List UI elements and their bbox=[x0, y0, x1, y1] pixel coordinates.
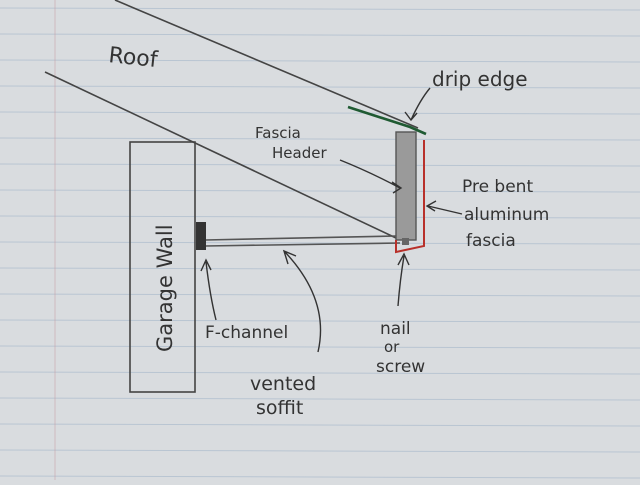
garage-wall bbox=[129, 141, 196, 393]
ruled-line bbox=[0, 293, 640, 297]
soffit-top bbox=[204, 235, 397, 241]
soffit-bottom bbox=[204, 242, 401, 247]
drip-edge bbox=[347, 105, 427, 136]
ruled-line bbox=[0, 137, 640, 141]
fascia-header-arrow bbox=[339, 159, 403, 194]
ruled-line bbox=[0, 241, 640, 245]
arrows bbox=[200, 87, 463, 353]
ruled-line bbox=[0, 163, 640, 167]
nail-label-2: or bbox=[384, 338, 400, 356]
drip-edge-arrow bbox=[404, 87, 431, 122]
ruled-lines bbox=[0, 7, 640, 479]
pre-bent-label-2: aluminum bbox=[464, 205, 549, 225]
fascia-header-label-1: Fascia bbox=[255, 124, 301, 142]
nail-label-1: nail bbox=[380, 319, 411, 339]
nail bbox=[402, 238, 409, 245]
aluminum-arrow bbox=[425, 200, 463, 215]
ruled-line bbox=[0, 397, 640, 401]
pre-bent-label-1: Pre bent bbox=[462, 177, 533, 197]
ruled-line bbox=[0, 267, 640, 271]
ruled-line bbox=[0, 59, 640, 63]
ruled-line bbox=[0, 33, 640, 37]
ruled-line bbox=[0, 7, 640, 11]
garage-wall-label: Garage Wall bbox=[153, 224, 177, 352]
ruled-line bbox=[0, 215, 640, 219]
nail-arrow bbox=[397, 252, 410, 307]
roof-label: Roof bbox=[107, 43, 160, 73]
ruled-line bbox=[0, 449, 640, 453]
f-channel-arrow bbox=[200, 258, 217, 321]
soffit-arrow bbox=[282, 249, 322, 353]
ruled-line bbox=[0, 475, 640, 479]
aluminum-fascia bbox=[395, 140, 425, 254]
f-channel-label: F-channel bbox=[205, 323, 288, 343]
vented-label-1: vented bbox=[250, 373, 316, 395]
vented-label-2: soffit bbox=[256, 397, 303, 419]
roof-bottom-edge bbox=[44, 71, 397, 239]
roof-top-edge bbox=[114, 0, 419, 129]
nail-label-3: screw bbox=[376, 357, 425, 377]
ruled-line bbox=[0, 371, 640, 375]
ruled-line bbox=[0, 345, 640, 349]
ruled-line bbox=[0, 111, 640, 115]
ruled-line bbox=[0, 423, 640, 427]
drip-edge-label: drip edge bbox=[432, 67, 528, 91]
pre-bent-label-3: fascia bbox=[466, 231, 516, 251]
ruled-line bbox=[0, 189, 640, 193]
f-channel bbox=[196, 222, 206, 250]
fascia-header-label-2: Header bbox=[272, 144, 327, 162]
